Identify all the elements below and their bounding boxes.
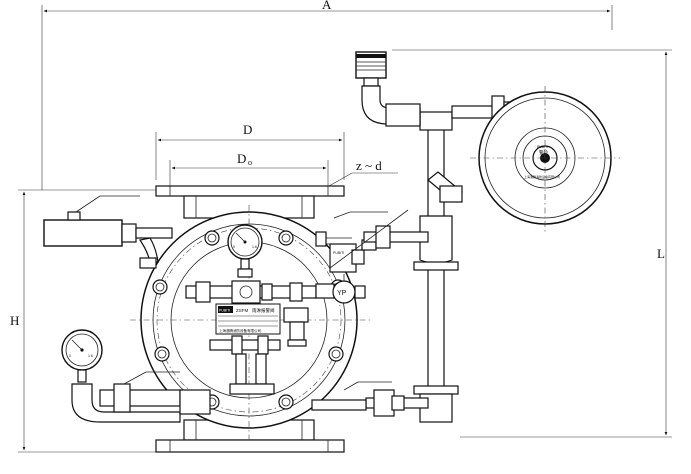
center-gauge-min: 0 <box>233 245 235 249</box>
bolt-holes-label: z ~ d <box>356 158 382 173</box>
alarm-bell-label: 警铃 <box>539 149 548 156</box>
pressure-switch-label: PUBITI <box>333 251 344 255</box>
nameplate-brand: PUBITI <box>219 309 230 313</box>
dimension-h-label: H <box>10 313 19 328</box>
dimension-do-sub: o <box>248 158 252 167</box>
left-gauge-max: 1.6 <box>88 354 93 358</box>
alarm-bell-maker: 上海澳腾消防设备有限公司 <box>524 174 560 179</box>
dimension-l-label: L <box>657 246 665 261</box>
dimension-a: A <box>41 0 613 190</box>
nameplate-model: ZSFM <box>236 308 248 313</box>
dimension-do: D o <box>169 151 329 186</box>
left-lower-trim <box>71 371 211 423</box>
dimension-a-label: A <box>322 0 332 12</box>
alarm-bell: PUBITI 警铃 上海澳腾消防设备有限公司 <box>470 86 620 232</box>
connecting-pipes <box>311 209 429 417</box>
center-pressure-gauge: 0 1.6 <box>227 224 263 278</box>
left-pressure-gauge: 0 1.6 <box>61 329 103 383</box>
nameplate: PUBITI ZSFM 雨淋报警阀 上海澳腾消防设备有限公司 <box>215 303 281 335</box>
center-gauge-max: 1.6 <box>252 245 257 249</box>
solenoid-valve: PUBITI <box>315 231 377 273</box>
trim-piping-upper <box>185 280 317 304</box>
drain-valve <box>283 307 309 347</box>
dimension-d-label: D <box>243 122 252 137</box>
alarm-bell-brand: PUBITI <box>537 145 548 149</box>
nameplate-maker: 上海澳腾消防设备有限公司 <box>219 328 261 333</box>
top-pressure-switch <box>355 51 421 127</box>
dimension-h: H <box>10 189 156 453</box>
left-check-assembly <box>43 195 173 269</box>
yp-label: YP <box>337 290 347 297</box>
left-gauge-min: 0 <box>69 354 71 358</box>
dimension-l: L <box>392 49 672 438</box>
trim-piping-lower <box>209 335 281 395</box>
dimension-d: D <box>155 122 345 180</box>
right-riser-piping <box>413 111 463 423</box>
dimension-do-label: D <box>237 151 246 166</box>
yp-valve: YP <box>315 274 366 304</box>
nameplate-name: 雨淋报警阀 <box>252 307 275 314</box>
dimension-bolt-holes: z ~ d <box>321 158 398 191</box>
